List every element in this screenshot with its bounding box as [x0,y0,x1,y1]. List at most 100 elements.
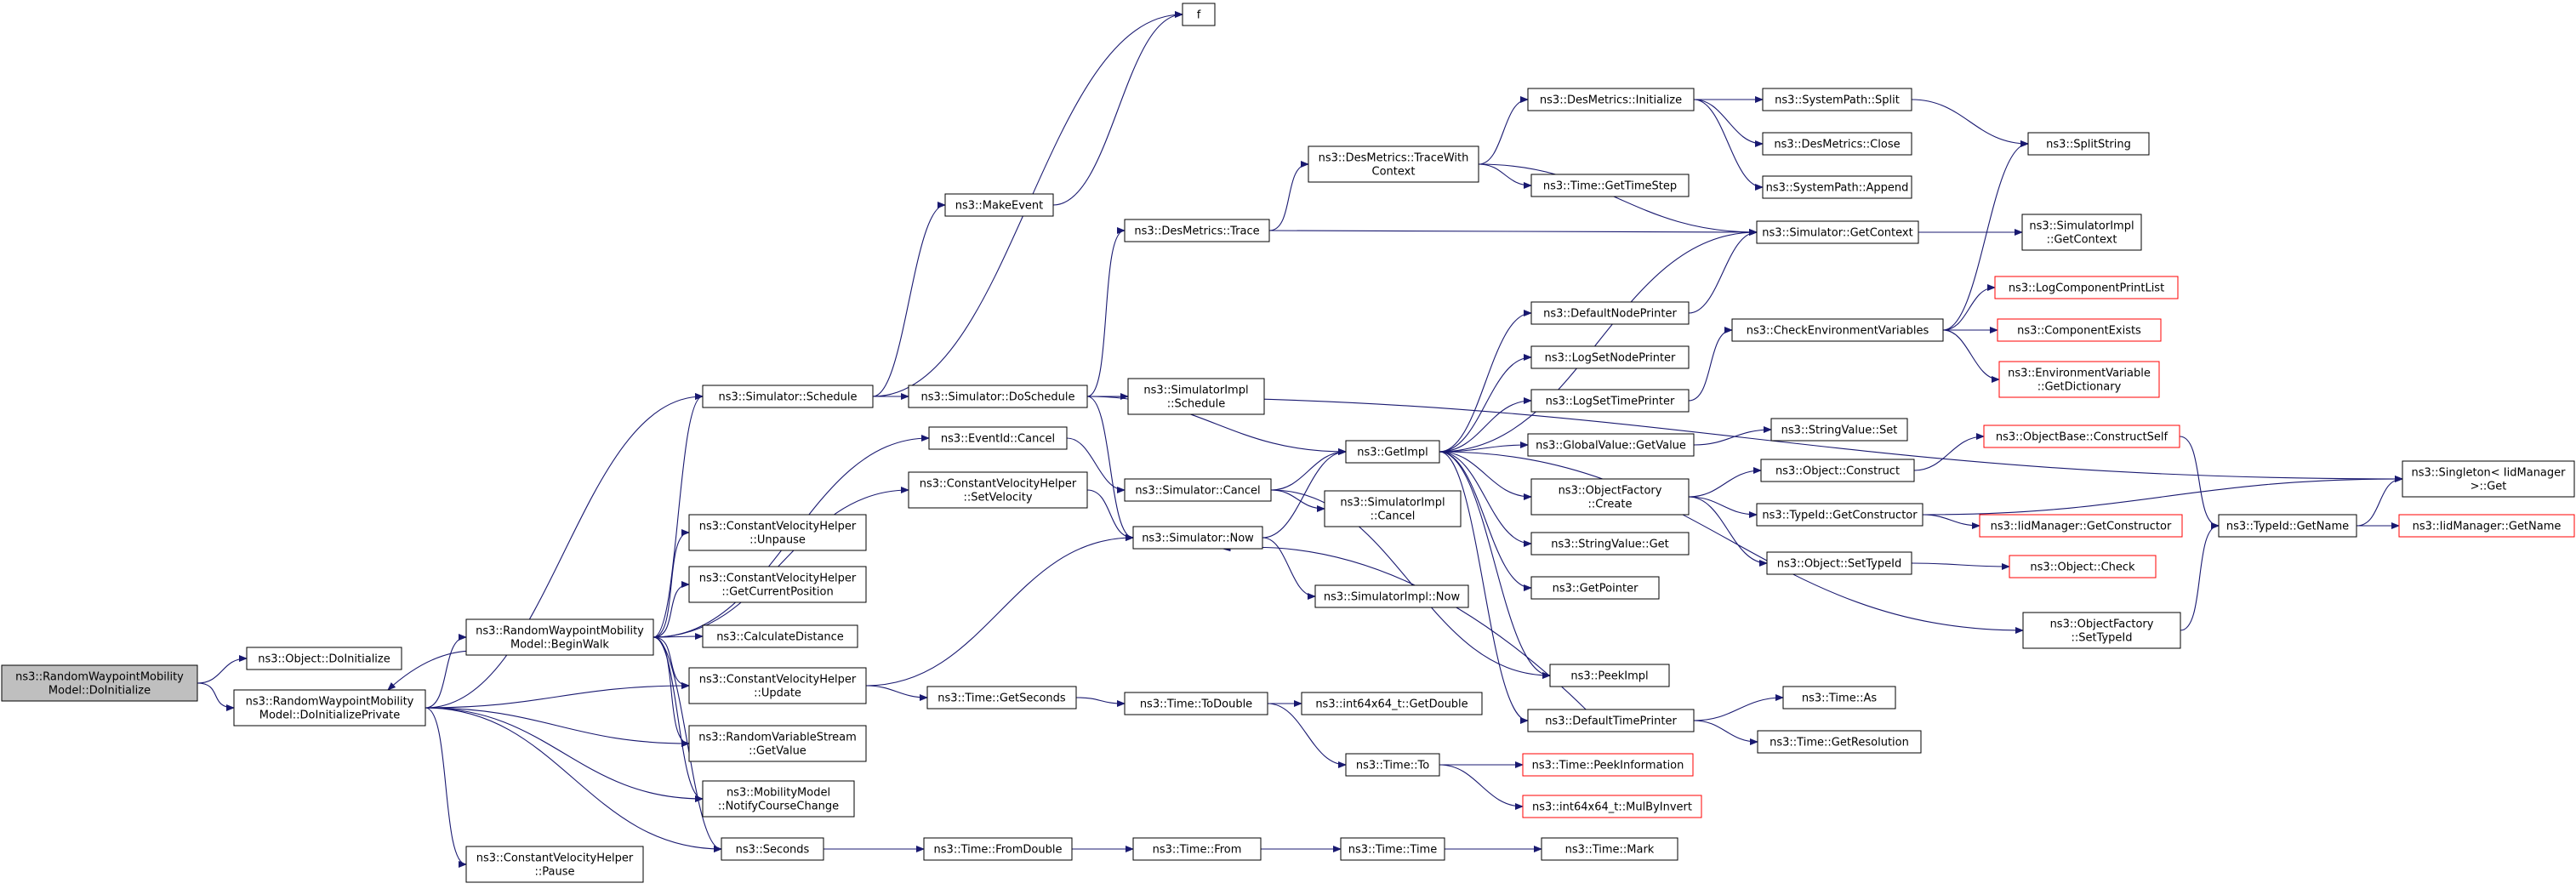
node-cvhUpdate[interactable]: ns3::ConstantVelocityHelper::Update [688,667,867,704]
node-getPointer[interactable]: ns3::GetPointer [1530,576,1660,600]
edge-tidGetCtor-to-singletonGet [1922,476,2403,516]
node-box [688,514,867,551]
node-iidGetName[interactable]: ns3::IidManager::GetName [2398,514,2575,538]
node-desInit[interactable]: ns3::DesMetrics::Initialize [1527,88,1695,111]
node-logCompPrint[interactable]: ns3::LogComponentPrintList [1994,276,2179,299]
node-svSet[interactable]: ns3::StringValue::Set [1770,418,1908,442]
node-iidGetCtor[interactable]: ns3::IidManager::GetConstructor [1979,514,2183,538]
node-objSetTypeId[interactable]: ns3::Object::SetTypeId [1766,551,1912,575]
node-doInitPriv[interactable]: ns3::RandomWaypointMobilityModel::DoInit… [233,689,426,727]
node-label: ns3::StringValue::Set [1781,425,1898,437]
node-simImplGetCtx[interactable]: ns3::SimulatorImpl::GetContext [2021,214,2142,251]
node-desClose[interactable]: ns3::DesMetrics::Close [1762,132,1912,156]
edge-doInitPriv-to-cvhPause [425,707,467,868]
node-i64GetDouble[interactable]: ns3::int64x64_t::GetDouble [1301,692,1483,715]
node-simNow[interactable]: ns3::Simulator::Now [1132,526,1263,550]
node-simGetContext[interactable]: ns3::Simulator::GetContext [1756,220,1919,244]
node-timeGetRes[interactable]: ns3::Time::GetResolution [1757,730,1922,754]
node-beginWalk[interactable]: ns3::RandomWaypointMobilityModel::BeginW… [465,618,654,656]
node-box [1530,532,1690,556]
edge-doSchedule-to-singletonGet [1086,396,2403,482]
node-svGet[interactable]: ns3::StringValue::Get [1530,532,1690,556]
node-singletonGet[interactable]: ns3::Singleton< IidManager>::Get [2402,460,2575,498]
node-box [944,193,1054,217]
node-notifyCourse[interactable]: ns3::MobilityModel::NotifyCourseChange [702,780,855,818]
edge-checkEnv-to-envGetDict [1942,329,2000,383]
edge-beginWalk-to-unpause [653,529,690,638]
node-getCurPos[interactable]: ns3::ConstantVelocityHelper::GetCurrentP… [688,566,867,603]
node-logSetTimePrinter[interactable]: ns3::LogSetTimePrinter [1530,389,1690,413]
node-label: ns3::Time::GetTimeStep [1543,180,1677,193]
node-simImplSchedule[interactable]: ns3::SimulatorImpl::Schedule [1127,378,1265,415]
node-spSplit[interactable]: ns3::SystemPath::Split [1762,88,1912,111]
node-objCheck[interactable]: ns3::Object::Check [2009,555,2157,578]
node-checkEnv[interactable]: ns3::CheckEnvironmentVariables [1731,318,1944,342]
node-timeTo[interactable]: ns3::Time::To [1345,753,1440,777]
node-logSetNodePrinter[interactable]: ns3::LogSetNodePrinter [1530,345,1690,369]
node-splitString[interactable]: ns3::SplitString [2027,132,2150,156]
node-peekImpl[interactable]: ns3::PeekImpl [1549,664,1670,687]
node-seconds[interactable]: ns3::Seconds [721,837,824,861]
node-makeEvent[interactable]: ns3::MakeEvent [944,193,1054,217]
node-box [1998,361,2160,398]
node-label: ns3::Time::PeekInformation [1532,760,1684,772]
node-rvsGetValue[interactable]: ns3::RandomVariableStream::GetValue [688,725,867,762]
node-timePeekInfo[interactable]: ns3::Time::PeekInformation [1522,753,1694,777]
node-label: ns3::Time::Mark [1565,844,1655,857]
node-objInit[interactable]: ns3::Object::DoInitialize [246,647,402,670]
node-simImplCancel[interactable]: ns3::SimulatorImpl::Cancel [1324,490,1462,527]
node-tidGetName[interactable]: ns3::TypeId::GetName [2218,514,2357,538]
node-eventCancel[interactable]: ns3::EventId::Cancel [928,426,1068,450]
node-label: Model::DoInitialize [48,685,151,698]
node-timeGetTimeStep[interactable]: ns3::Time::GetTimeStep [1530,174,1690,197]
node-ofSetTypeId[interactable]: ns3::ObjectFactory::SetTypeId [2022,612,2181,649]
node-setVelocity[interactable]: ns3::ConstantVelocityHelper::SetVelocity [908,471,1088,509]
node-f[interactable]: f [1182,3,1216,26]
node-label: ::GetDictionary [2037,381,2122,394]
node-ofCreate[interactable]: ns3::ObjectFactory::Create [1530,478,1690,516]
node-label: ::NotifyCourseChange [718,801,839,813]
node-timeTime[interactable]: ns3::Time::Time [1340,837,1445,861]
node-obConstructSelf[interactable]: ns3::ObjectBase::ConstructSelf [1983,425,2180,448]
node-desTrace[interactable]: ns3::DesMetrics::Trace [1124,219,1270,242]
node-label: ns3::LogComponentPrintList [2009,282,2164,295]
edge-checkEnv-to-splitString [1942,140,2029,331]
node-simCancel[interactable]: ns3::Simulator::Cancel [1124,478,1272,502]
node-getImpl[interactable]: ns3::GetImpl [1345,440,1440,464]
node-box [1760,459,1915,482]
node-box [1549,664,1670,687]
node-label: ::GetContext [2047,234,2117,247]
node-envGetDict[interactable]: ns3::EnvironmentVariable::GetDictionary [1998,361,2160,398]
edge-beginWalk-to-getCurPos [653,581,690,638]
node-timeToDouble[interactable]: ns3::Time::ToDouble [1124,692,1268,715]
node-root[interactable]: ns3::RandomWaypointMobilityModel::DoInit… [1,664,198,702]
node-unpause[interactable]: ns3::ConstantVelocityHelper::Unpause [688,514,867,551]
node-calcDist[interactable]: ns3::CalculateDistance [702,624,858,648]
node-objConstruct[interactable]: ns3::Object::Construct [1760,459,1915,482]
node-defaultNodePrinter[interactable]: ns3::DefaultNodePrinter [1530,301,1690,325]
node-timeFrom[interactable]: ns3::Time::From [1132,837,1262,861]
node-timeFromDouble[interactable]: ns3::Time::FromDouble [923,837,1073,861]
node-box [702,780,855,818]
node-spAppend[interactable]: ns3::SystemPath::Append [1762,175,1912,199]
node-defaultTimePrinter[interactable]: ns3::DefaultTimePrinter [1527,709,1695,732]
node-timeGetSeconds[interactable]: ns3::Time::GetSeconds [926,686,1077,709]
node-box [1530,345,1690,369]
node-timeAs[interactable]: ns3::Time::As [1782,686,1896,709]
node-timeMark[interactable]: ns3::Time::Mark [1541,837,1678,861]
node-i64MulByInvert[interactable]: ns3::int64x64_t::MulByInvert [1522,795,1702,818]
node-gvGetValue[interactable]: ns3::GlobalValue::GetValue [1527,433,1695,457]
node-label: f [1197,9,1201,22]
node-cvhPause[interactable]: ns3::ConstantVelocityHelper::Pause [465,846,644,883]
node-schedule[interactable]: ns3::Simulator::Schedule [702,385,874,408]
node-label: ns3::SplitString [2046,139,2131,151]
node-tidGetCtor[interactable]: ns3::TypeId::GetConstructor [1756,503,1923,527]
node-doSchedule[interactable]: ns3::Simulator::DoSchedule [908,385,1088,408]
node-compExists[interactable]: ns3::ComponentExists [1997,318,2162,342]
edge-schedule-to-makeEvent [872,202,946,397]
node-box [465,618,654,656]
node-simImplNow[interactable]: ns3::SimulatorImpl::Now [1314,584,1469,608]
node-box [1997,318,2162,342]
